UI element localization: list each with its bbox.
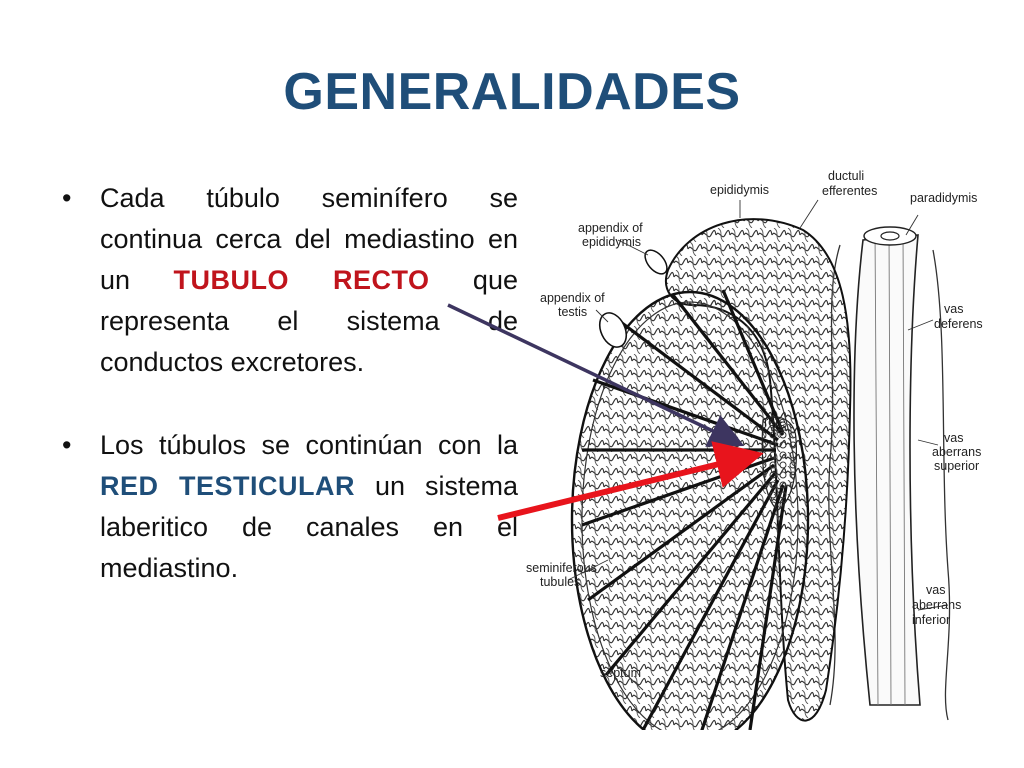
- testis-anatomy-diagram: epididymis ductuli efferentes paradidymi…: [526, 169, 983, 730]
- label-ductuli-1: ductuli: [828, 169, 864, 183]
- bullet-item-1: • Cada túbulo seminífero se continua cer…: [58, 178, 518, 383]
- label-septum: septum: [600, 666, 641, 680]
- bullet-1-highlight: TUBULO RECTO: [173, 265, 430, 295]
- label-vas-inferior-2: aberrans: [912, 598, 961, 612]
- label-appendix-testis-2: testis: [558, 305, 587, 319]
- label-vas-deferens-2: deferens: [934, 317, 983, 331]
- label-rete: rete: [764, 415, 786, 429]
- label-vas-superior-2: aberrans: [932, 445, 981, 459]
- bullet-dot-icon: •: [62, 183, 72, 213]
- label-vas-deferens-1: vas: [944, 302, 963, 316]
- label-epididymis: epididymis: [710, 183, 769, 197]
- label-paradidymis: paradidymis: [910, 191, 977, 205]
- bullet-list: • Cada túbulo seminífero se continua cer…: [58, 178, 518, 631]
- label-appendix-epididymis-1: appendix of: [578, 221, 643, 235]
- label-appendix-epididymis-2: epididymis: [582, 235, 641, 249]
- label-ductuli-2: efferentes: [822, 184, 877, 198]
- bullet-2-highlight: RED TESTICULAR: [100, 471, 355, 501]
- label-seminiferous-1: seminiferous: [526, 561, 597, 575]
- label-seminiferous-2: tubules: [540, 575, 580, 589]
- bullet-dot-icon: •: [62, 430, 72, 460]
- label-vas-superior-3: superior: [934, 459, 979, 473]
- testis-body: [570, 289, 810, 730]
- label-vas-inferior-3: inferior: [912, 613, 950, 627]
- slide-title: GENERALIDADES: [283, 63, 741, 121]
- bullet-2-text: Los túbulos se continúan con la: [100, 430, 518, 460]
- bullet-item-2: • Los túbulos se continúan con la RED TE…: [58, 425, 518, 589]
- label-vas-superior-1: vas: [944, 431, 963, 445]
- label-appendix-testis-1: appendix of: [540, 291, 605, 305]
- bullet-1-text: Cada túbulo seminífero se continua cerca…: [100, 183, 518, 295]
- bullet-2-text-after: un sistema laberitico de canales en el m…: [100, 471, 519, 583]
- label-vas-inferior-1: vas: [926, 583, 945, 597]
